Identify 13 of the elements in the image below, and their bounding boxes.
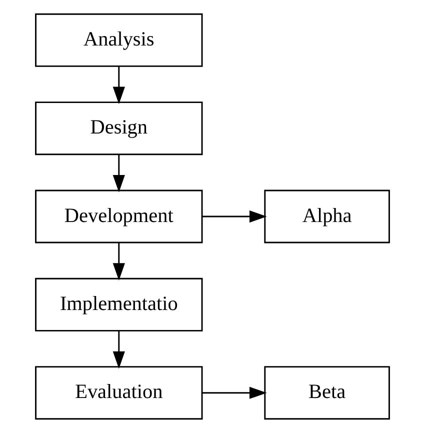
- node-box: Implementatio: [35, 278, 203, 332]
- node-box: Development: [35, 190, 203, 244]
- arrow: [202, 386, 267, 399]
- arrow: [202, 210, 267, 223]
- node-box: Analysis: [35, 13, 203, 67]
- arrow: [112, 154, 125, 192]
- node-box: Alpha: [264, 190, 390, 244]
- node-box: Beta: [264, 366, 390, 420]
- node-box: Design: [35, 102, 203, 156]
- arrow: [112, 66, 125, 104]
- node-box: Evaluation: [35, 366, 203, 420]
- arrow: [112, 330, 125, 369]
- arrow: [112, 242, 125, 281]
